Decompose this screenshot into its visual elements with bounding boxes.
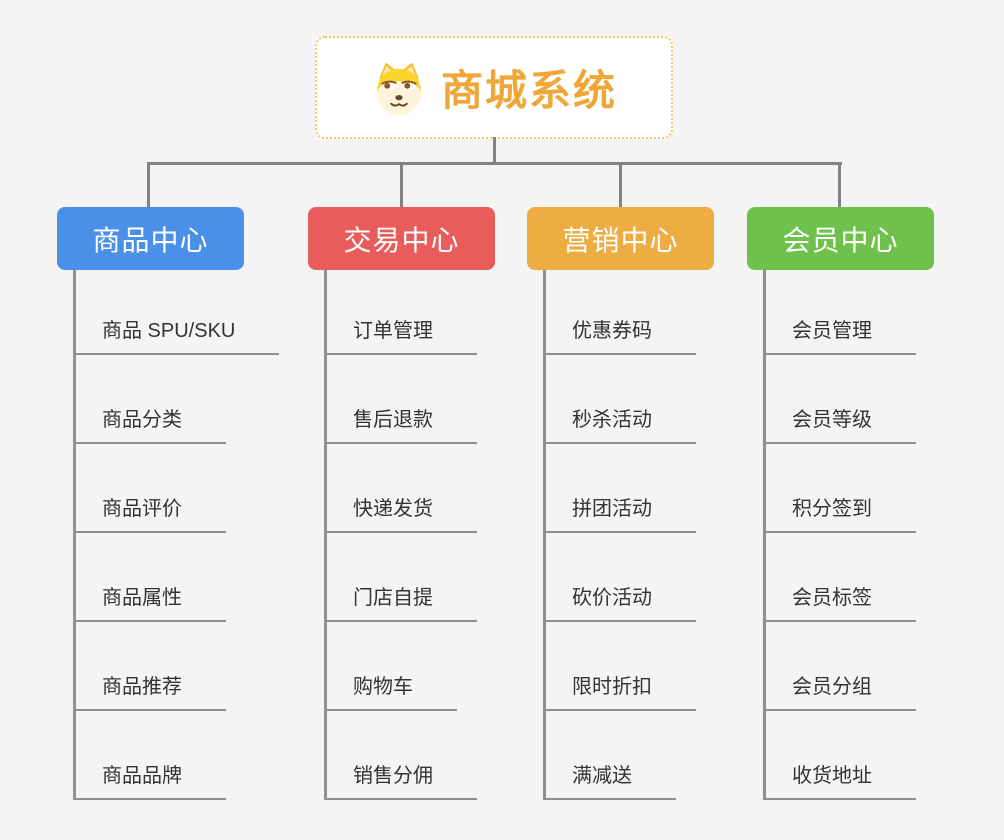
branch-item-list: 订单管理售后退款快递发货门店自提购物车销售分佣: [324, 270, 495, 800]
leaf-item[interactable]: 快递发货: [327, 496, 477, 533]
leaf-item[interactable]: 购物车: [327, 674, 457, 711]
leaf-item[interactable]: 拼团活动: [546, 496, 696, 533]
leaf-item[interactable]: 会员等级: [766, 407, 916, 444]
connector-root-stub: [493, 137, 496, 165]
connector-horizontal: [147, 162, 842, 165]
root-title: 商城系统: [440, 67, 617, 114]
leaf-item[interactable]: 会员管理: [766, 318, 916, 355]
leaf-item[interactable]: 销售分佣: [327, 763, 477, 800]
leaf-item[interactable]: 砍价活动: [546, 585, 696, 622]
dog-face-icon: [377, 62, 421, 115]
connector-drop-products: [147, 162, 150, 208]
leaf-item[interactable]: 商品品牌: [76, 763, 226, 800]
leaf-item[interactable]: 订单管理: [327, 318, 477, 355]
branch-item-list: 会员管理会员等级积分签到会员标签会员分组收货地址: [763, 270, 934, 800]
leaf-item[interactable]: 收货地址: [766, 763, 916, 800]
leaf-item[interactable]: 商品推荐: [76, 674, 226, 711]
branch-header-4[interactable]: 会员中心: [747, 207, 934, 270]
leaf-item[interactable]: 秒杀活动: [546, 407, 696, 444]
leaf-item[interactable]: 会员分组: [766, 674, 916, 711]
leaf-item[interactable]: 商品属性: [76, 585, 226, 622]
leaf-item[interactable]: 限时折扣: [546, 674, 696, 711]
connector-drop-members: [838, 162, 841, 208]
branch-header-3[interactable]: 营销中心: [527, 207, 714, 270]
leaf-item[interactable]: 商品 SPU/SKU: [76, 318, 280, 355]
branch-header-2[interactable]: 交易中心: [308, 207, 495, 270]
root-node[interactable]: 商城系统: [315, 36, 673, 139]
leaf-item[interactable]: 商品分类: [76, 407, 226, 444]
branch: 交易中心 订单管理售后退款快递发货门店自提购物车销售分佣: [308, 207, 495, 800]
branch-header-1[interactable]: 商品中心: [57, 207, 244, 270]
leaf-item[interactable]: 商品评价: [76, 496, 226, 533]
leaf-item[interactable]: 门店自提: [327, 585, 477, 622]
branch-item-list: 优惠券码秒杀活动拼团活动砍价活动限时折扣满减送: [543, 270, 714, 800]
branch: 会员中心 会员管理会员等级积分签到会员标签会员分组收货地址: [747, 207, 934, 800]
connector-drop-marketing: [619, 162, 622, 208]
branch: 营销中心 优惠券码秒杀活动拼团活动砍价活动限时折扣满减送: [527, 207, 714, 800]
leaf-item[interactable]: 售后退款: [327, 407, 477, 444]
leaf-item[interactable]: 满减送: [546, 763, 676, 800]
branch-item-list: 商品 SPU/SKU 商品分类商品评价商品属性商品推荐商品品牌: [73, 270, 280, 800]
connector-drop-trade: [400, 162, 403, 208]
leaf-item[interactable]: 优惠券码: [546, 318, 696, 355]
leaf-item[interactable]: 积分签到: [766, 496, 916, 533]
leaf-item[interactable]: 会员标签: [766, 585, 916, 622]
branch: 商品中心 商品 SPU/SKU 商品分类商品评价商品属性商品推荐商品品牌: [57, 207, 280, 800]
